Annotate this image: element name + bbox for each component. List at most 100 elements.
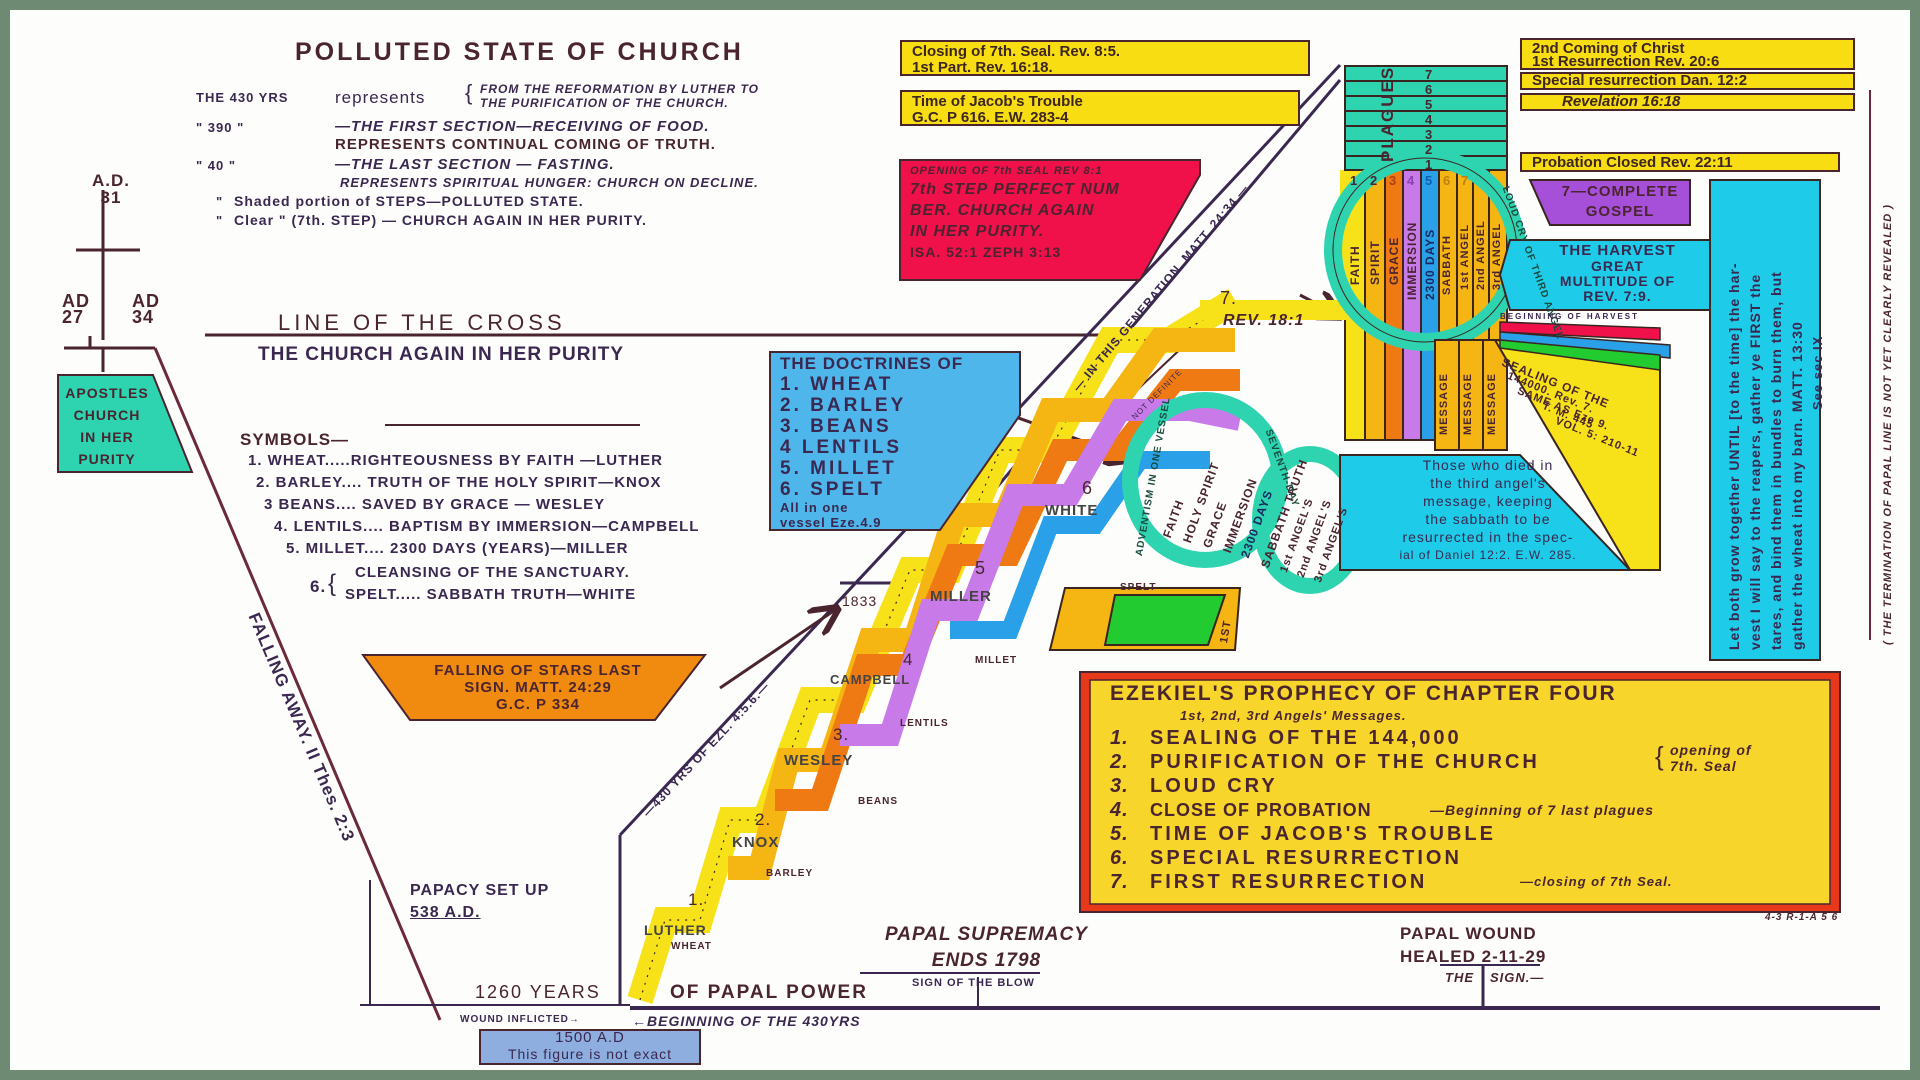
legend-row-label: " [216, 213, 224, 228]
closing-seal-label: Closing of 7th. Seal. Rev. 8:5. 1st Part… [900, 40, 1310, 76]
seventh-seal-line: BER. CHURCH AGAIN [910, 202, 1095, 219]
the-sign-left: THE [1445, 970, 1474, 985]
complete-gospel-line: 7—COMPLETE [1561, 183, 1679, 200]
column-label: SPIRIT [1368, 240, 1382, 285]
legend-row-text: Clear " (7th. STEP) — CHURCH AGAIN IN HE… [234, 212, 647, 228]
harvest-line: THE HARVEST [1559, 242, 1676, 259]
step-grain: WHEAT [671, 941, 712, 952]
plagues-label: PLAGUES [1378, 65, 1397, 162]
doctrine-item: 1. WHEAT [780, 374, 894, 395]
ezekiel-item: 3. LOUD CRY [1110, 774, 1617, 798]
ezekiel-item: 1. SEALING OF THE 144,000 [1110, 726, 1617, 750]
second-coming-line: 1st Resurrection Rev. 20:6 [1532, 53, 1720, 70]
ezekiel-item-note: —Beginning of 7 last plagues [1430, 802, 1655, 818]
ezekiel-item-text: CLOSE OF PROBATION [1150, 800, 1372, 820]
special-resurrection-label: Special resurrection Dan. 12:2 [1520, 72, 1855, 90]
plague-number: 5 [1425, 97, 1434, 112]
doctrine-item: 4 LENTILS [780, 437, 903, 458]
seventh-seal-line: ISA. 52:1 ZEPH 3:13 [910, 244, 1062, 260]
plague-number: 2 [1425, 142, 1434, 157]
step-number: 7. [1220, 288, 1238, 308]
ezekiel-item: 2. PURIFICATION OF THE CHURCH { opening … [1110, 742, 1751, 774]
column-label: 3rd ANGEL [1491, 222, 1503, 290]
those-who-died-line: ial of Daniel 12:2. E.W. 285. [1399, 548, 1577, 562]
legend-row-text: —THE LAST SECTION — FASTING. [335, 156, 615, 173]
symbols-heading: SYMBOLS— [240, 430, 350, 449]
column-number: 7 [1461, 173, 1470, 188]
ezekiel-item-text: SEALING OF THE 144,000 [1150, 727, 1462, 749]
legend-brace-line: THE PURIFICATION OF THE CHURCH. [480, 96, 729, 110]
ezekiel-item-number: 4. [1110, 799, 1129, 821]
column-number: 3 [1389, 173, 1398, 188]
brace-note: opening of [1670, 742, 1752, 758]
ad27-line: AD [62, 291, 90, 311]
symbol-item: 3 BEANS.... SAVED BY GRACE — WESLEY [264, 496, 606, 513]
doctrine-item: 5. MILLET [780, 458, 897, 479]
column-label: GRACE [1387, 236, 1401, 285]
apostles-line: IN HER [80, 429, 134, 445]
column-number: 2 [1370, 173, 1379, 188]
brace-note: 7th. Seal [1670, 758, 1737, 774]
complete-gospel-line: GOSPEL [1585, 203, 1655, 220]
harvest-line: MULTITUDE OF [1559, 273, 1676, 289]
column-number: 5 [1425, 173, 1434, 188]
papal-supremacy: PAPAL SUPREMACY ENDS 1798 [885, 922, 1088, 974]
symbol-item: 4. LENTILS.... BAPTISM BY IMMERSION—CAMP… [274, 518, 700, 535]
papal-supremacy-line: PAPAL SUPREMACY [885, 924, 1088, 945]
line-of-cross-title: LINE OF THE CROSS [278, 310, 566, 335]
ezekiel-item-text: SPECIAL RESURRECTION [1150, 847, 1462, 869]
message-label: MESSAGE [1462, 372, 1474, 435]
ad31-label: A.D. 31 [92, 172, 130, 206]
those-who-died-line: the sabbath to be [1425, 511, 1551, 527]
ad27-year: 27 [62, 307, 85, 327]
symbol-item: 2. BARLEY.... TRUTH OF THE HOLY SPIRIT—K… [256, 474, 662, 491]
step-name: MILLER [930, 588, 992, 605]
column-label: SABBATH [1441, 235, 1453, 295]
ezekiel-item-number: 2. [1110, 751, 1129, 773]
column-label: 1st ANGEL [1459, 223, 1471, 290]
ezekiel-item: 6. SPECIAL RESURRECTION [1110, 846, 1617, 870]
plague-number: 3 [1425, 127, 1434, 142]
harvest-line: GREAT [1591, 258, 1644, 274]
jacob-trouble-label: Time of Jacob's Trouble G.C. P 616. E.W.… [900, 90, 1300, 126]
step-number: 1. [688, 890, 705, 909]
legend-row-label: THE 430 YRS [196, 90, 289, 105]
message-label: MESSAGE [1486, 372, 1498, 435]
step-number: 4 [903, 650, 914, 669]
ad34-label: AD 34 [132, 292, 160, 327]
step-name: KNOX [732, 834, 780, 851]
column-label: FAITH [1348, 245, 1362, 285]
complete-gospel-box: 7—COMPLETE GOSPEL [1555, 182, 1685, 222]
ad34-year: 34 [132, 307, 155, 327]
brace: { [465, 80, 474, 105]
papacy-setup-line: PAPACY SET UP [410, 882, 550, 899]
let-both-line: gather the wheat into my barn. MATT. 13:… [1789, 321, 1805, 650]
falling-stars-line: FALLING OF STARS LAST [434, 662, 642, 679]
legend-row-text: Shaded portion of STEPS—POLLUTED STATE. [234, 193, 584, 209]
ad1500-note: This figure is not exact [507, 1046, 673, 1062]
legend-row-label: " 40 " [196, 158, 237, 173]
ezekiel-code: 4-3 R-1-A 5 6 [1765, 912, 1839, 923]
second-coming-label: 2nd Coming of Christ 1st Resurrection Re… [1520, 38, 1855, 70]
ezekiel-title: EZEKIEL'S PROPHECY OF CHAPTER FOUR [1110, 682, 1617, 705]
legend-row-sub: REPRESENTS CONTINUAL COMING OF TRUTH. [335, 136, 716, 153]
chart-canvas: POLLUTED STATE OF CHURCH THE 430 YRS rep… [10, 10, 1910, 1070]
line-of-cross-subtitle: THE CHURCH AGAIN IN HER PURITY [258, 344, 625, 365]
papal-wound-date: HEALED 2-11-29 [1400, 947, 1547, 966]
step-number: 6 [1082, 478, 1094, 498]
ezekiel-item-number: 3. [1110, 775, 1129, 797]
ad1500-box: 1500 A.D This figure is not exact [480, 1030, 700, 1063]
doctrines-footer: vessel Eze.4.9 [780, 515, 882, 530]
papacy-set-up: PAPACY SET UP 538 A.D. [410, 880, 549, 924]
step-name: WESLEY [784, 752, 854, 769]
ezekiel-item: 5. TIME OF JACOB'S TROUBLE [1110, 822, 1617, 846]
column-label: 2300 DAYS [1423, 228, 1437, 300]
ezekiel-item-number: 1. [1110, 727, 1129, 749]
brace: { [1655, 741, 1665, 771]
those-who-died-box: Those who died in the third angel's mess… [1348, 456, 1628, 564]
falling-stars-line: SIGN. MATT. 24:29 [464, 679, 612, 696]
seventh-seal-box: OPENING OF 7th SEAL REV 8:1 7th STEP PER… [910, 164, 1120, 262]
those-who-died-line: resurrected in the spec- [1402, 529, 1574, 545]
closing-seal-line: Closing of 7th. Seal. Rev. 8:5. [912, 43, 1121, 60]
ezekiel-item-number: 7. [1110, 871, 1129, 893]
